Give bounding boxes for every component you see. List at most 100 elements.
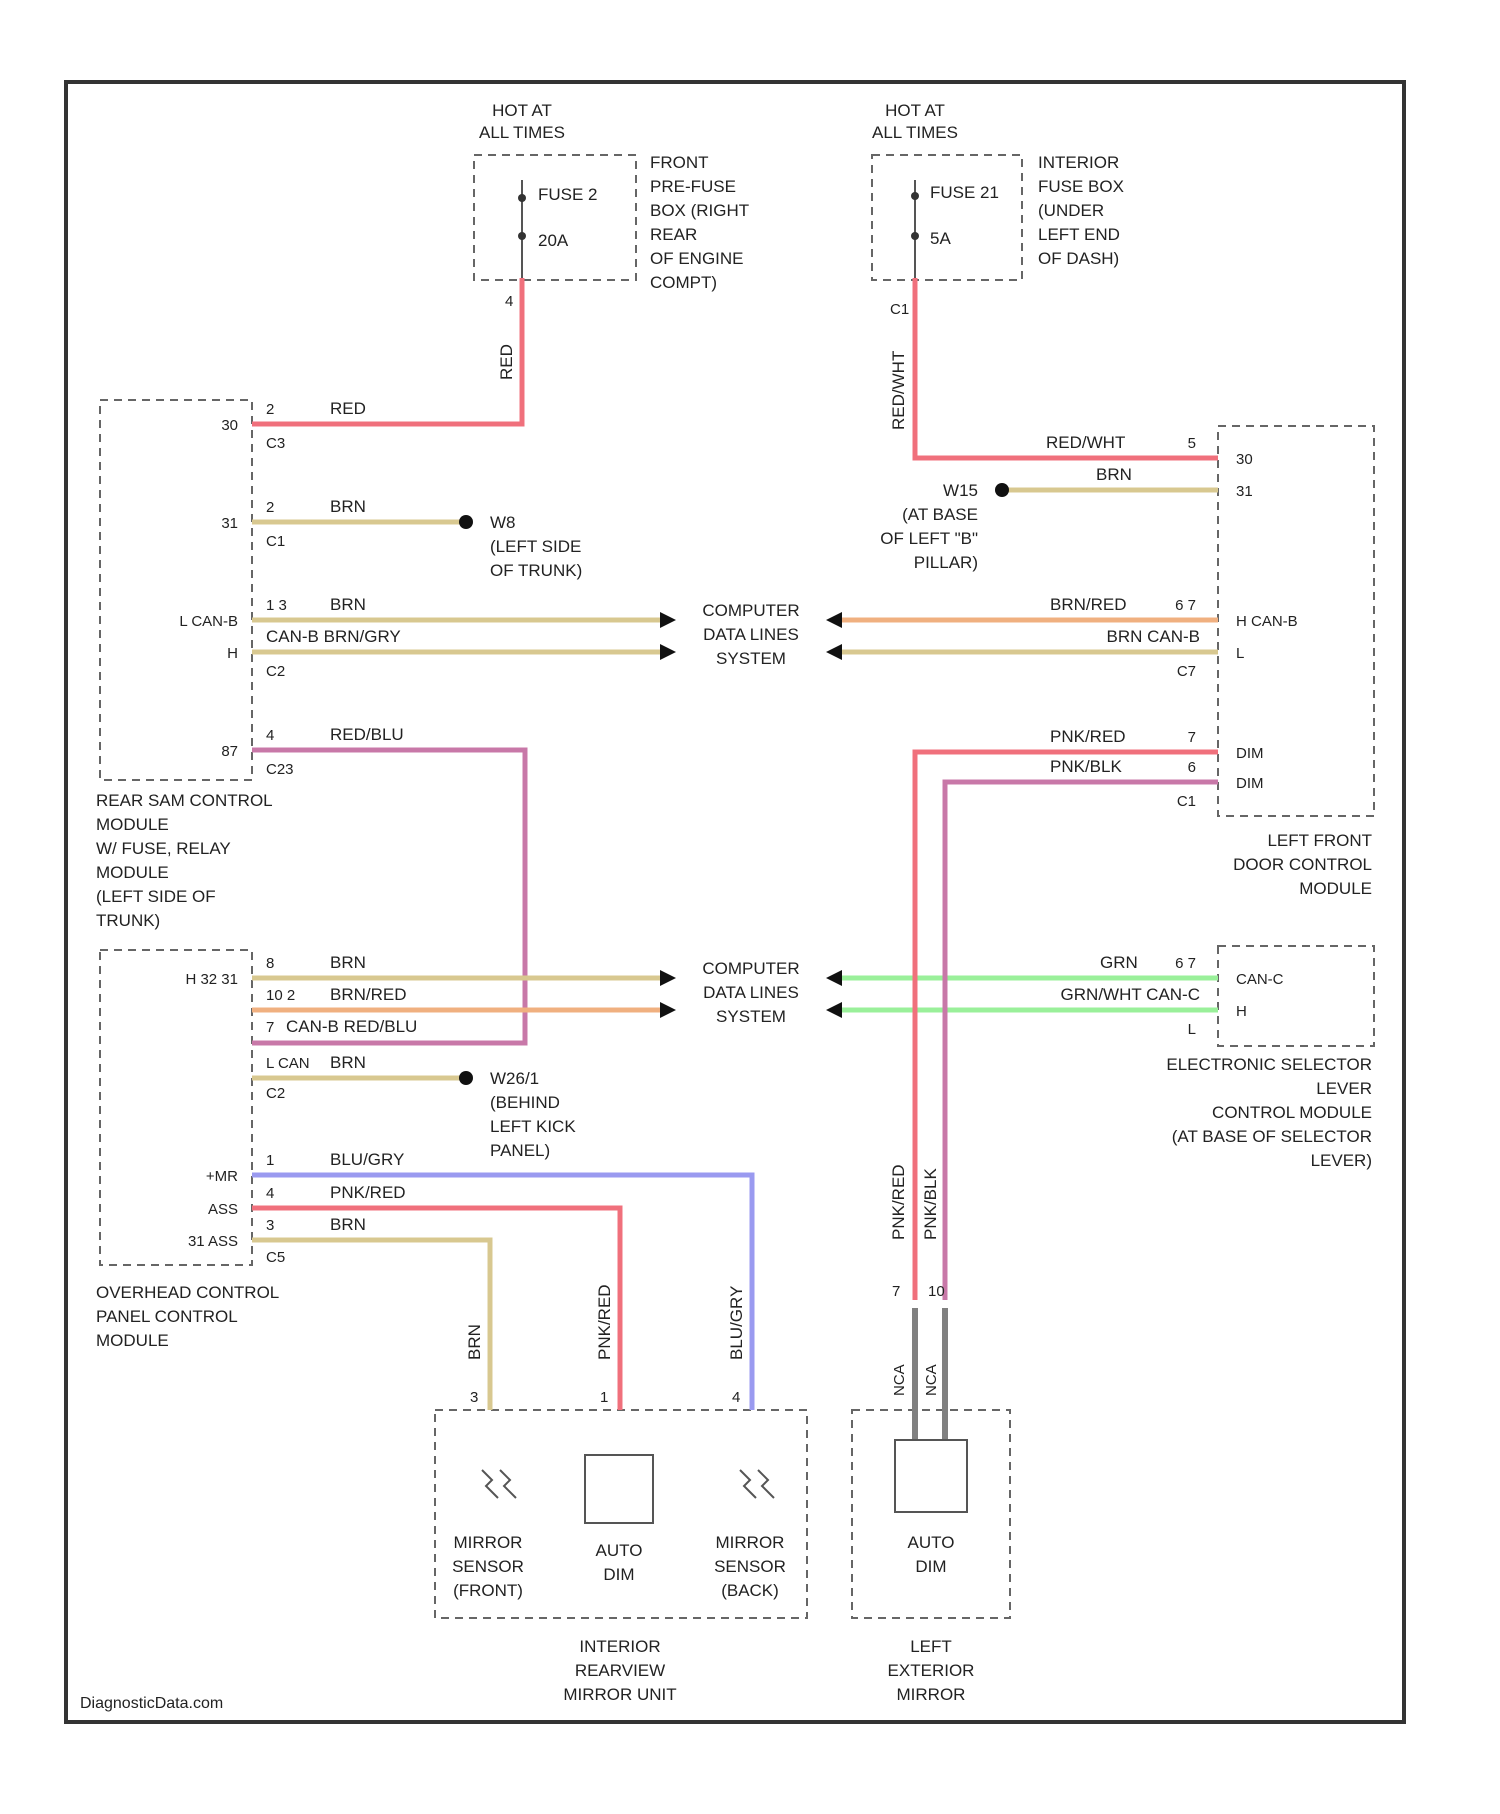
ground-w8-1: W8: [490, 513, 516, 532]
wire-pnkred-dim: [915, 752, 1218, 1300]
rear-sam-can-pin: 1 3: [266, 597, 287, 614]
door-name-2: DOOR CONTROL: [1233, 855, 1372, 874]
overhead-sig1-wire: BLU/GRY: [330, 1150, 404, 1169]
mirror-name-3: MIRROR UNIT: [563, 1685, 676, 1704]
selector-name-5: LEVER): [1311, 1151, 1372, 1170]
sensor-front-icon: [482, 1470, 516, 1498]
overhead-sig1-label: +MR: [206, 1168, 238, 1185]
ground-w8-2: (LEFT SIDE: [490, 537, 581, 556]
wire-red-feed: [252, 278, 522, 424]
diagram-frame: [66, 82, 1404, 1722]
cdl-bottom-1: COMPUTER: [702, 959, 799, 978]
wire-pnkblk-dim: [945, 782, 1218, 1300]
cdl-bottom-2: DATA LINES: [703, 983, 799, 1002]
rear-sam-row2-pin: 2: [266, 499, 274, 516]
exterior-mirror-box: [852, 1410, 1010, 1618]
overhead-sig2-label: ASS: [208, 1201, 238, 1218]
overhead-row3-wire: CAN-B RED/BLU: [286, 1017, 417, 1036]
rear-sam-row4-conn: C23: [266, 761, 294, 778]
overhead-sig2-pin: 4: [266, 1185, 274, 1202]
rear-sam-can-wire1: BRN: [330, 595, 366, 614]
door-dim2-conn: C1: [1177, 793, 1196, 810]
fuse-left-hot-2: ALL TIMES: [479, 123, 565, 142]
selector-name-4: (AT BASE OF SELECTOR: [1172, 1127, 1372, 1146]
door-feed-pin: 5: [1188, 435, 1196, 452]
ext-mirror-name-3: MIRROR: [897, 1685, 966, 1704]
ground-w26-3: LEFT KICK: [490, 1117, 576, 1136]
mirror-autodim-symbol: [585, 1455, 653, 1523]
fuse-left-loc-6: COMPT): [650, 273, 717, 292]
ground-w8-symbol: [459, 515, 473, 529]
fuse-left-name: FUSE 2: [538, 185, 598, 204]
ground-w15-symbol: [995, 483, 1009, 497]
door-dim1-label: DIM: [1236, 745, 1264, 762]
ground-w26-1: W26/1: [490, 1069, 539, 1088]
front-prefuse-box: [474, 155, 636, 280]
door-can-conn: C7: [1177, 663, 1196, 680]
fuse-right-pin: C1: [890, 301, 909, 318]
cdl-top-1: COMPUTER: [702, 601, 799, 620]
fuse-right-loc-2: FUSE BOX: [1038, 177, 1124, 196]
rear-sam-module-box: [100, 400, 252, 780]
overhead-sig3-wire: BRN: [330, 1215, 366, 1234]
wire-brn-mirror: [252, 1240, 490, 1410]
mirror-wire-blugry-pin: 4: [732, 1389, 740, 1406]
ground-w8-3: OF TRUNK): [490, 561, 582, 580]
fuse-left-amps: 20A: [538, 231, 569, 250]
fuse-left-hot-1: HOT AT: [492, 101, 552, 120]
ground-w15-4: PILLAR): [914, 553, 978, 572]
door-can-label-h: H CAN-B: [1236, 613, 1298, 630]
door-name-3: MODULE: [1299, 879, 1372, 898]
rear-sam-row1-label: 30: [221, 417, 238, 434]
ext-wire-2-pin: 10: [928, 1283, 945, 1300]
overhead-name-1: OVERHEAD CONTROL: [96, 1283, 279, 1302]
rear-sam-name-1: REAR SAM CONTROL: [96, 791, 273, 810]
overhead-row4-wire: BRN: [330, 1053, 366, 1072]
overhead-sig2-wire: PNK/RED: [330, 1183, 406, 1202]
mirror-name-1: INTERIOR: [579, 1637, 660, 1656]
mirror-wire-brn-pin: 3: [470, 1389, 478, 1406]
ext-wire-1-pin: 7: [892, 1283, 900, 1300]
fuse-left-loc-4: REAR: [650, 225, 697, 244]
rear-sam-can-wire2: CAN-B BRN/GRY: [266, 627, 401, 646]
overhead-row3-pin: 7: [266, 1019, 274, 1036]
fuse-left-wire-label: RED: [497, 344, 516, 380]
ground-w26-2: (BEHIND: [490, 1093, 560, 1112]
mirror-wire-blugry-label: BLU/GRY: [727, 1286, 746, 1360]
fuse-left-symbol: [518, 180, 526, 278]
fuse-right-wire-label: RED/WHT: [889, 351, 908, 430]
door-gnd-wire: BRN: [1096, 465, 1132, 484]
fuse-left-loc-3: BOX (RIGHT: [650, 201, 749, 220]
rear-sam-row4-label: 87: [221, 743, 238, 760]
selector-name-1: ELECTRONIC SELECTOR: [1166, 1055, 1372, 1074]
door-dim2-pin: 6: [1188, 759, 1196, 776]
fuse-left-loc-5: OF ENGINE: [650, 249, 744, 268]
fuse-right-amps: 5A: [930, 229, 951, 248]
fuse-right-loc-1: INTERIOR: [1038, 153, 1119, 172]
rear-sam-can-conn: C2: [266, 663, 285, 680]
cdl-top-3: SYSTEM: [716, 649, 786, 668]
door-gnd-label: 31: [1236, 483, 1253, 500]
rear-sam-row2-label: 31: [221, 515, 238, 532]
rear-sam-row4-pin: 4: [266, 727, 274, 744]
overhead-row4-pin: L CAN: [266, 1055, 310, 1072]
rear-sam-can-label: L CAN-B: [179, 613, 238, 630]
overhead-sig3-label: 31 ASS: [188, 1233, 238, 1250]
sensor-back-3: (BACK): [721, 1581, 779, 1600]
selector-name-3: CONTROL MODULE: [1212, 1103, 1372, 1122]
mirror-wire-brn-label: BRN: [465, 1324, 484, 1360]
selector-pin3: L: [1188, 1021, 1196, 1038]
door-can-label-l: L: [1236, 645, 1244, 662]
overhead-row1-wire: BRN: [330, 953, 366, 972]
overhead-row2-wire: BRN/RED: [330, 985, 407, 1004]
overhead-sig3-conn: C5: [266, 1249, 285, 1266]
ground-w15-3: OF LEFT "B": [880, 529, 978, 548]
cdl-top-2: DATA LINES: [703, 625, 799, 644]
overhead-name-2: PANEL CONTROL: [96, 1307, 238, 1326]
overhead-row4-conn: C2: [266, 1085, 285, 1102]
sensor-back-1: MIRROR: [716, 1533, 785, 1552]
watermark: DiagnosticData.com: [80, 1695, 223, 1712]
selector-pin: 6 7: [1175, 955, 1196, 972]
overhead-sig3-pin: 3: [266, 1217, 274, 1234]
ground-w15-2: (AT BASE: [902, 505, 978, 524]
